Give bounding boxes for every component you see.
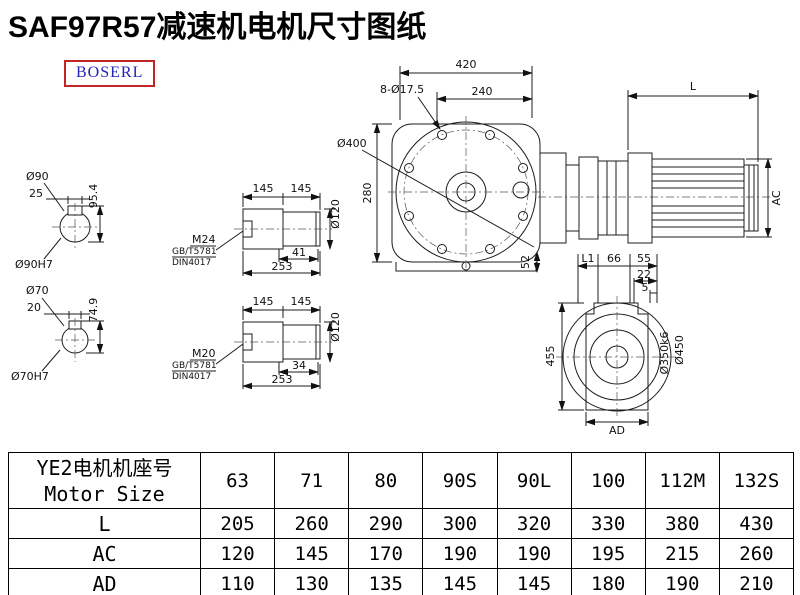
dim-cell: 135	[348, 568, 424, 595]
thread-m20-label: M20	[192, 347, 216, 360]
dim-cell: 130	[274, 568, 350, 595]
dim-cell: 145	[274, 538, 350, 569]
dim-AD-label: AD	[609, 424, 625, 437]
table-header-row: YE2电机机座号 Motor Size 63 71 80 90S 90L 100…	[8, 452, 795, 509]
motor-size-header-cn: YE2电机机座号	[36, 455, 173, 480]
dim-cell: 190	[422, 538, 498, 569]
technical-drawing: Ø90 25 95.4 Ø90H7 Ø70 20 74.9 Ø70H7	[11, 58, 783, 437]
dim-d450-label: Ø450	[673, 335, 686, 365]
motor-size-header: YE2电机机座号 Motor Size	[8, 452, 201, 509]
gearbox-front-view: 420 240 8-Ø17.5 Ø400 280 52	[337, 58, 544, 273]
motor-size-132s: 132S	[718, 452, 795, 509]
row-label-AD: AD	[8, 568, 201, 595]
dim-d70h7-label: Ø70H7	[11, 370, 49, 383]
dim-41-label: 41	[292, 246, 306, 259]
solid-shaft-m24-view: 145 145 Ø120 M24 GB/T5781 DIN4017 41 253	[172, 182, 342, 277]
motor-size-90l: 90L	[496, 452, 572, 509]
motor-size-112m: 112M	[644, 452, 720, 509]
dim-cell: 430	[718, 508, 795, 539]
dim-145d-label: 145	[291, 295, 312, 308]
dim-25-label: 25	[29, 187, 43, 200]
dim-d90h7-label: Ø90H7	[15, 258, 53, 271]
dim-cell: 330	[570, 508, 646, 539]
dim-cell: 290	[348, 508, 424, 539]
dim-cell: 320	[496, 508, 572, 539]
dim-cell: 210	[718, 568, 795, 595]
dim-34-label: 34	[292, 359, 306, 372]
dim-d120-top-label: Ø120	[329, 199, 342, 229]
row-label-AC: AC	[8, 538, 201, 569]
standard-din4017-bottom-label: DIN4017	[172, 372, 211, 382]
motor-size-100: 100	[570, 452, 646, 509]
dim-5-label: 5	[642, 281, 649, 294]
dim-95-4-label: 95.4	[87, 184, 100, 209]
dim-74-9-label: 74.9	[87, 298, 100, 323]
dim-cell: 110	[199, 568, 276, 595]
dim-20-label: 20	[27, 301, 41, 314]
dim-55-label: 55	[637, 252, 651, 265]
motor-size-header-en: Motor Size	[44, 481, 165, 506]
dim-cell: 190	[496, 538, 572, 569]
dim-cell: 380	[644, 508, 720, 539]
table-row-AC: AC 120 145 170 190 190 195 215 260	[8, 538, 795, 569]
dim-253-top-label: 253	[272, 260, 293, 273]
dim-22-label: 22	[637, 268, 651, 281]
dim-cell: 260	[718, 538, 795, 569]
standard-gbt5781-bottom-label: GB/T5781	[172, 361, 217, 371]
dim-d120-bottom-label: Ø120	[329, 312, 342, 342]
dim-cell: 300	[422, 508, 498, 539]
dim-L1-label: L1	[581, 252, 594, 265]
dim-cell: 170	[348, 538, 424, 569]
dim-66-label: 66	[607, 252, 621, 265]
motor-side-view: L AC	[538, 80, 783, 244]
shaft-section-90-view: Ø90 25 95.4 Ø90H7	[15, 170, 104, 271]
boserl-logo: BOSERL	[64, 60, 156, 87]
motor-size-63: 63	[199, 452, 276, 509]
shaft-section-70-view: Ø70 20 74.9 Ø70H7	[11, 284, 104, 383]
motor-size-90s: 90S	[422, 452, 498, 509]
dim-145b-label: 145	[291, 182, 312, 195]
dim-cell: 145	[422, 568, 498, 595]
solid-shaft-m20-view: 145 145 Ø120 M20 GB/T5781 DIN4017 34 253	[172, 295, 342, 390]
dim-L-label: L	[690, 80, 697, 93]
dim-145a-label: 145	[253, 182, 274, 195]
dim-cell: 195	[570, 538, 646, 569]
dim-cell: 215	[644, 538, 720, 569]
standard-gbt5781-top-label: GB/T5781	[172, 247, 217, 257]
dim-d350k6-label: Ø350k6	[658, 331, 671, 374]
table-row-L: L 205 260 290 300 320 330 380 430	[8, 508, 795, 539]
dim-280-label: 280	[361, 183, 374, 204]
dim-d90-label: Ø90	[26, 170, 49, 183]
dim-52-label: 52	[519, 255, 532, 269]
dim-d70-label: Ø70	[26, 284, 49, 297]
dim-cell: 260	[274, 508, 350, 539]
dim-455-label: 455	[544, 346, 557, 367]
dimension-table: YE2电机机座号 Motor Size 63 71 80 90S 90L 100…	[8, 452, 795, 595]
row-label-L: L	[8, 508, 201, 539]
dim-cell: 145	[496, 568, 572, 595]
dim-AC-label: AC	[770, 190, 783, 205]
dim-cell: 205	[199, 508, 276, 539]
dim-420-label: 420	[456, 58, 477, 71]
dim-cell: 120	[199, 538, 276, 569]
dim-253-bottom-label: 253	[272, 373, 293, 386]
motor-size-80: 80	[348, 452, 424, 509]
dim-cell: 190	[644, 568, 720, 595]
dim-bolt-holes-label: 8-Ø17.5	[380, 83, 424, 96]
page-title: SAF97R57减速机电机尺寸图纸	[8, 11, 427, 44]
dim-cell: 180	[570, 568, 646, 595]
dim-d400-label: Ø400	[337, 137, 367, 150]
output-flange-view: L1 66 55 22 5 455 Ø350k6 Ø450 AD	[544, 252, 686, 437]
motor-size-71: 71	[274, 452, 350, 509]
standard-din4017-top-label: DIN4017	[172, 258, 211, 268]
dim-145c-label: 145	[253, 295, 274, 308]
thread-m24-label: M24	[192, 233, 216, 246]
table-row-AD: AD 110 130 135 145 145 180 190 210	[8, 568, 795, 595]
dim-240-label: 240	[472, 85, 493, 98]
